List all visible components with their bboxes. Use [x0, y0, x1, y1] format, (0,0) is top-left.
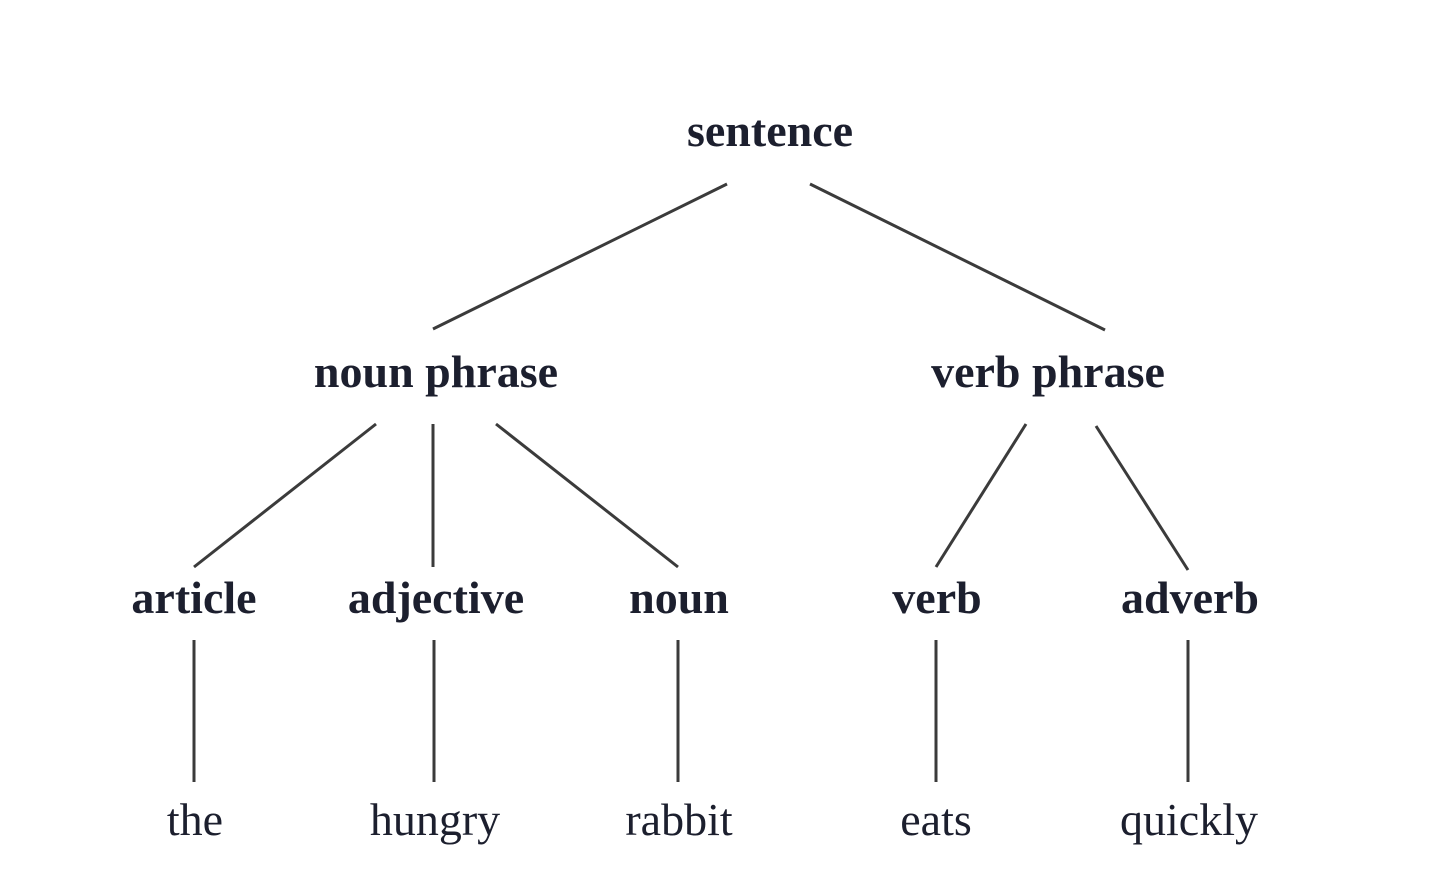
edge-verb-phrase-verb: [934, 423, 1028, 568]
edge-noun-phrase-noun: [495, 422, 679, 569]
leaf-hungry: hungry: [369, 794, 501, 845]
leaf-the: the: [166, 794, 224, 845]
node-verb: verb: [892, 572, 982, 623]
node-noun: noun: [629, 572, 729, 623]
node-verb-phrase: verb phrase: [931, 346, 1165, 397]
node-sentence: sentence: [686, 105, 854, 156]
node-article: article: [131, 572, 257, 623]
leaf-rabbit: rabbit: [625, 794, 733, 845]
node-adverb: adverb: [1121, 572, 1259, 623]
leaf-eats: eats: [900, 794, 972, 845]
leaf-quickly: quickly: [1120, 794, 1258, 845]
node-noun-phrase: noun phrase: [313, 346, 559, 397]
edge-verb-phrase-adverb: [1094, 425, 1190, 571]
node-adjective: adjective: [347, 572, 525, 623]
edge-sentence-noun-phrase: [432, 182, 728, 331]
edge-sentence-verb-phrase: [809, 182, 1106, 332]
edge-noun-phrase-article: [193, 422, 377, 569]
